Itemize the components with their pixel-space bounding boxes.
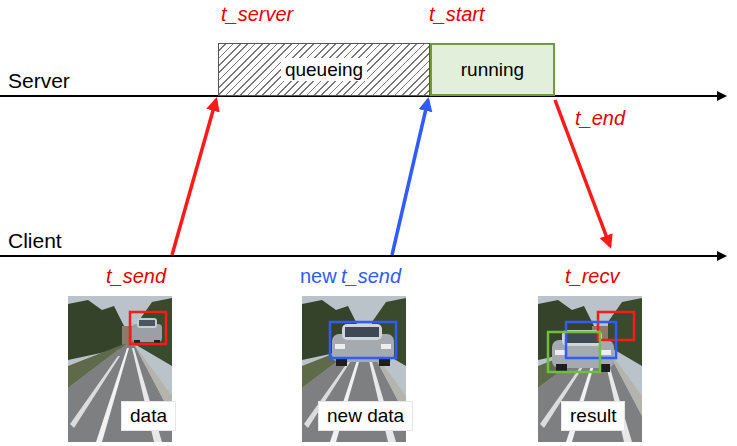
time-mark: t_send — [106, 264, 166, 288]
message-arrows-part — [172, 100, 216, 255]
frame-photo-part — [130, 312, 166, 344]
frame-photo-part — [552, 330, 614, 372]
frame-photo-part — [538, 296, 642, 442]
axis-name: Server — [8, 68, 70, 93]
time-mark: t_send — [341, 264, 401, 288]
box-text: running — [461, 59, 524, 81]
frame-photo-part — [548, 332, 600, 372]
box-text: result — [570, 405, 616, 427]
frame-photo-part — [132, 318, 162, 345]
frame-photo — [538, 296, 642, 442]
frame-photo-part — [332, 324, 394, 366]
run-box: running — [430, 43, 555, 96]
queue-box: queueing — [218, 43, 430, 96]
frame-photo-part — [68, 296, 172, 442]
time-mark: t_start — [429, 2, 485, 26]
frame-tag: data — [121, 401, 176, 431]
time-prefix: new — [300, 264, 337, 288]
axis-name: Client — [8, 228, 62, 253]
box-text: new data — [327, 405, 404, 427]
box-text: data — [130, 405, 167, 427]
message-arrows-part — [392, 100, 428, 255]
timeline-axes-part — [0, 255, 725, 257]
box-text: queueing — [281, 58, 367, 82]
time-mark: t_end — [575, 106, 625, 130]
message-arrows — [172, 100, 610, 255]
timeline-axes — [0, 96, 725, 256]
frame-photo-part — [566, 322, 616, 358]
frame-tag: new data — [318, 401, 413, 431]
frame-photo — [68, 296, 172, 442]
frame-photo-part — [330, 322, 396, 358]
time-mark: t_server — [221, 2, 293, 26]
time-mark: t_recv — [565, 264, 619, 288]
frame-tag: result — [561, 401, 625, 431]
